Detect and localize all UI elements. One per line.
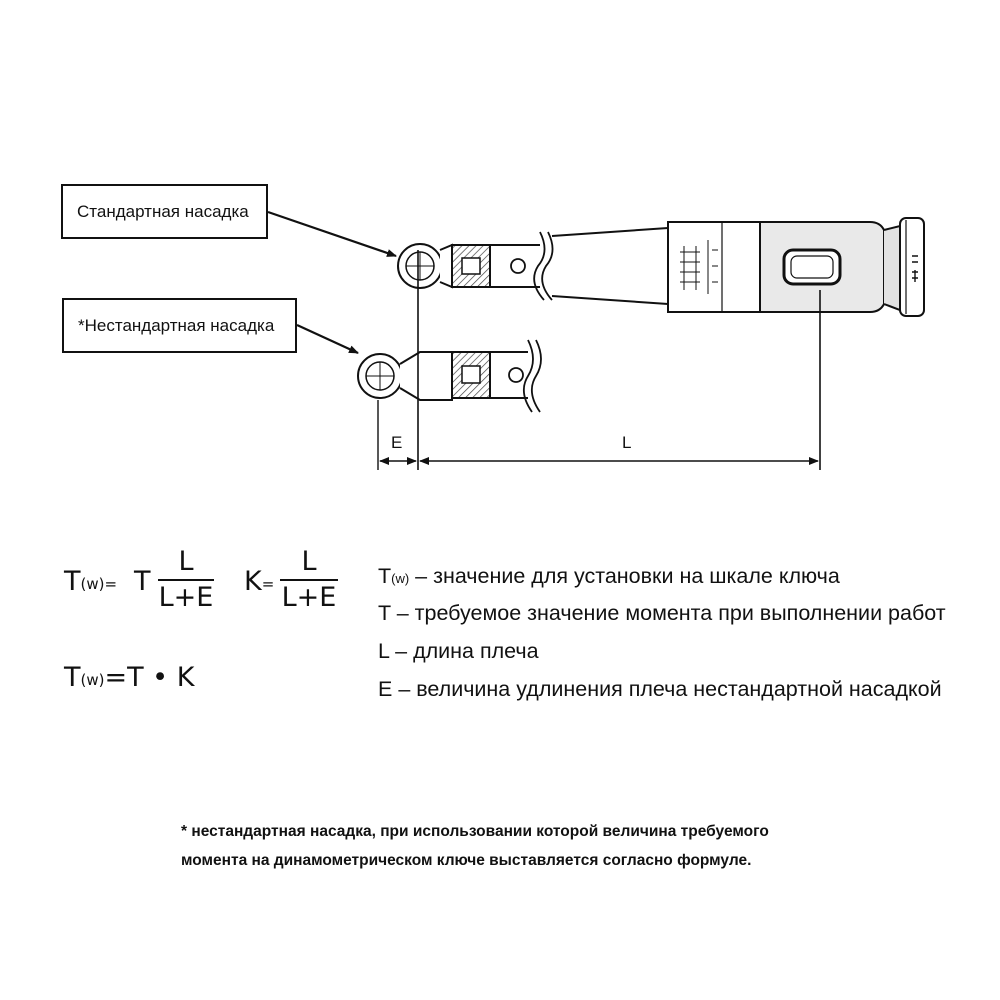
k-fraction: L L+E [280, 546, 338, 614]
legend-tw-symbol: T [378, 564, 392, 588]
footnote-line-2: момента на динамометрическом ключе выста… [181, 852, 752, 869]
tw-subscript: (w) [80, 575, 105, 593]
nonstandard-leader-arrow [296, 324, 359, 354]
fraction-l-over-le: L L+E [158, 546, 214, 614]
tw-symbol: T [64, 566, 81, 597]
formula-tw-tk: T(w)=T • K [64, 662, 194, 693]
e-dimension-label: E [391, 433, 403, 452]
handle-end-cap [899, 217, 925, 317]
nonstandard-head-callout: *Нестандартная насадка [62, 298, 297, 353]
legend-l: L – длина плеча [378, 639, 539, 663]
legend-tw-text: – значение для установки на шкале ключа [409, 564, 840, 588]
tw-equals: = [104, 575, 118, 593]
tw2-rhs: =T • K [104, 662, 195, 693]
tw2-subscript: (w) [80, 671, 105, 689]
k-equals: = [261, 575, 275, 593]
k-symbol: K [244, 566, 262, 597]
l-dimension-label: L [622, 433, 632, 452]
fraction-bar [158, 579, 214, 581]
scale-housing [667, 221, 761, 313]
dimension-lines [377, 250, 821, 470]
extension-arm [399, 351, 453, 401]
legend-t: T – требуемое значение момента при выпол… [378, 601, 946, 625]
k-fraction-bar [280, 579, 338, 581]
legend-e: E – величина удлинения плеча нестандартн… [378, 677, 942, 701]
standard-head-label: Стандартная насадка [77, 202, 249, 221]
standard-leader-arrow [267, 210, 397, 258]
upper-wrench [397, 217, 925, 317]
nonstandard-head-label: *Нестандартная насадка [78, 316, 275, 335]
tw2-symbol: T [64, 662, 81, 693]
torque-wrench-diagram [267, 210, 925, 470]
legend-tw-sub: (w) [391, 571, 410, 586]
footnote-line-1: * нестандартная насадка, при использован… [181, 823, 769, 840]
k-numerator: L [301, 546, 317, 577]
fraction-denominator: L+E [158, 582, 214, 613]
k-denominator: L+E [281, 582, 337, 613]
fraction-numerator: L [178, 546, 194, 577]
t-factor: T [134, 566, 151, 597]
lower-wrench [357, 339, 542, 413]
standard-head-callout: Стандартная насадка [61, 184, 268, 239]
legend-tw: T(w) – значение для установки на шкале к… [378, 564, 840, 589]
